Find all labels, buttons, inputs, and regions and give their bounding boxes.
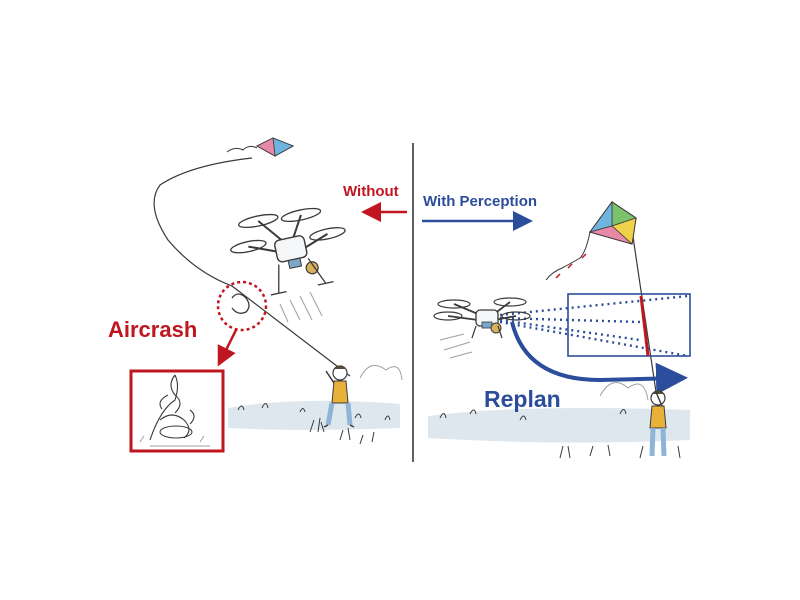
quadcopter-drone-icon — [433, 297, 531, 339]
kite-icon — [545, 200, 637, 281]
entanglement-highlight — [216, 280, 268, 332]
perception-box — [567, 293, 691, 357]
replan-arrow — [510, 321, 688, 395]
detected-kite-line — [639, 295, 650, 357]
left-ground — [228, 365, 403, 445]
person-flying-kite-icon — [323, 365, 355, 428]
right-ground — [428, 382, 690, 459]
person-flying-kite-icon — [649, 390, 667, 457]
with-perception-label: With Perception — [423, 193, 538, 210]
perception-frustum — [499, 293, 691, 358]
quadcopter-drone-icon — [230, 207, 346, 296]
left-kite-string — [153, 157, 351, 377]
without-label: Without — [343, 183, 399, 200]
left-panel — [129, 137, 403, 453]
aircrash-arrow — [217, 329, 238, 367]
right-panel — [428, 200, 691, 459]
crashed-drone-icon — [129, 369, 225, 453]
kite-icon — [226, 137, 295, 157]
aircrash-label: Aircrash — [108, 317, 198, 342]
replan-label: Replan — [484, 386, 561, 412]
